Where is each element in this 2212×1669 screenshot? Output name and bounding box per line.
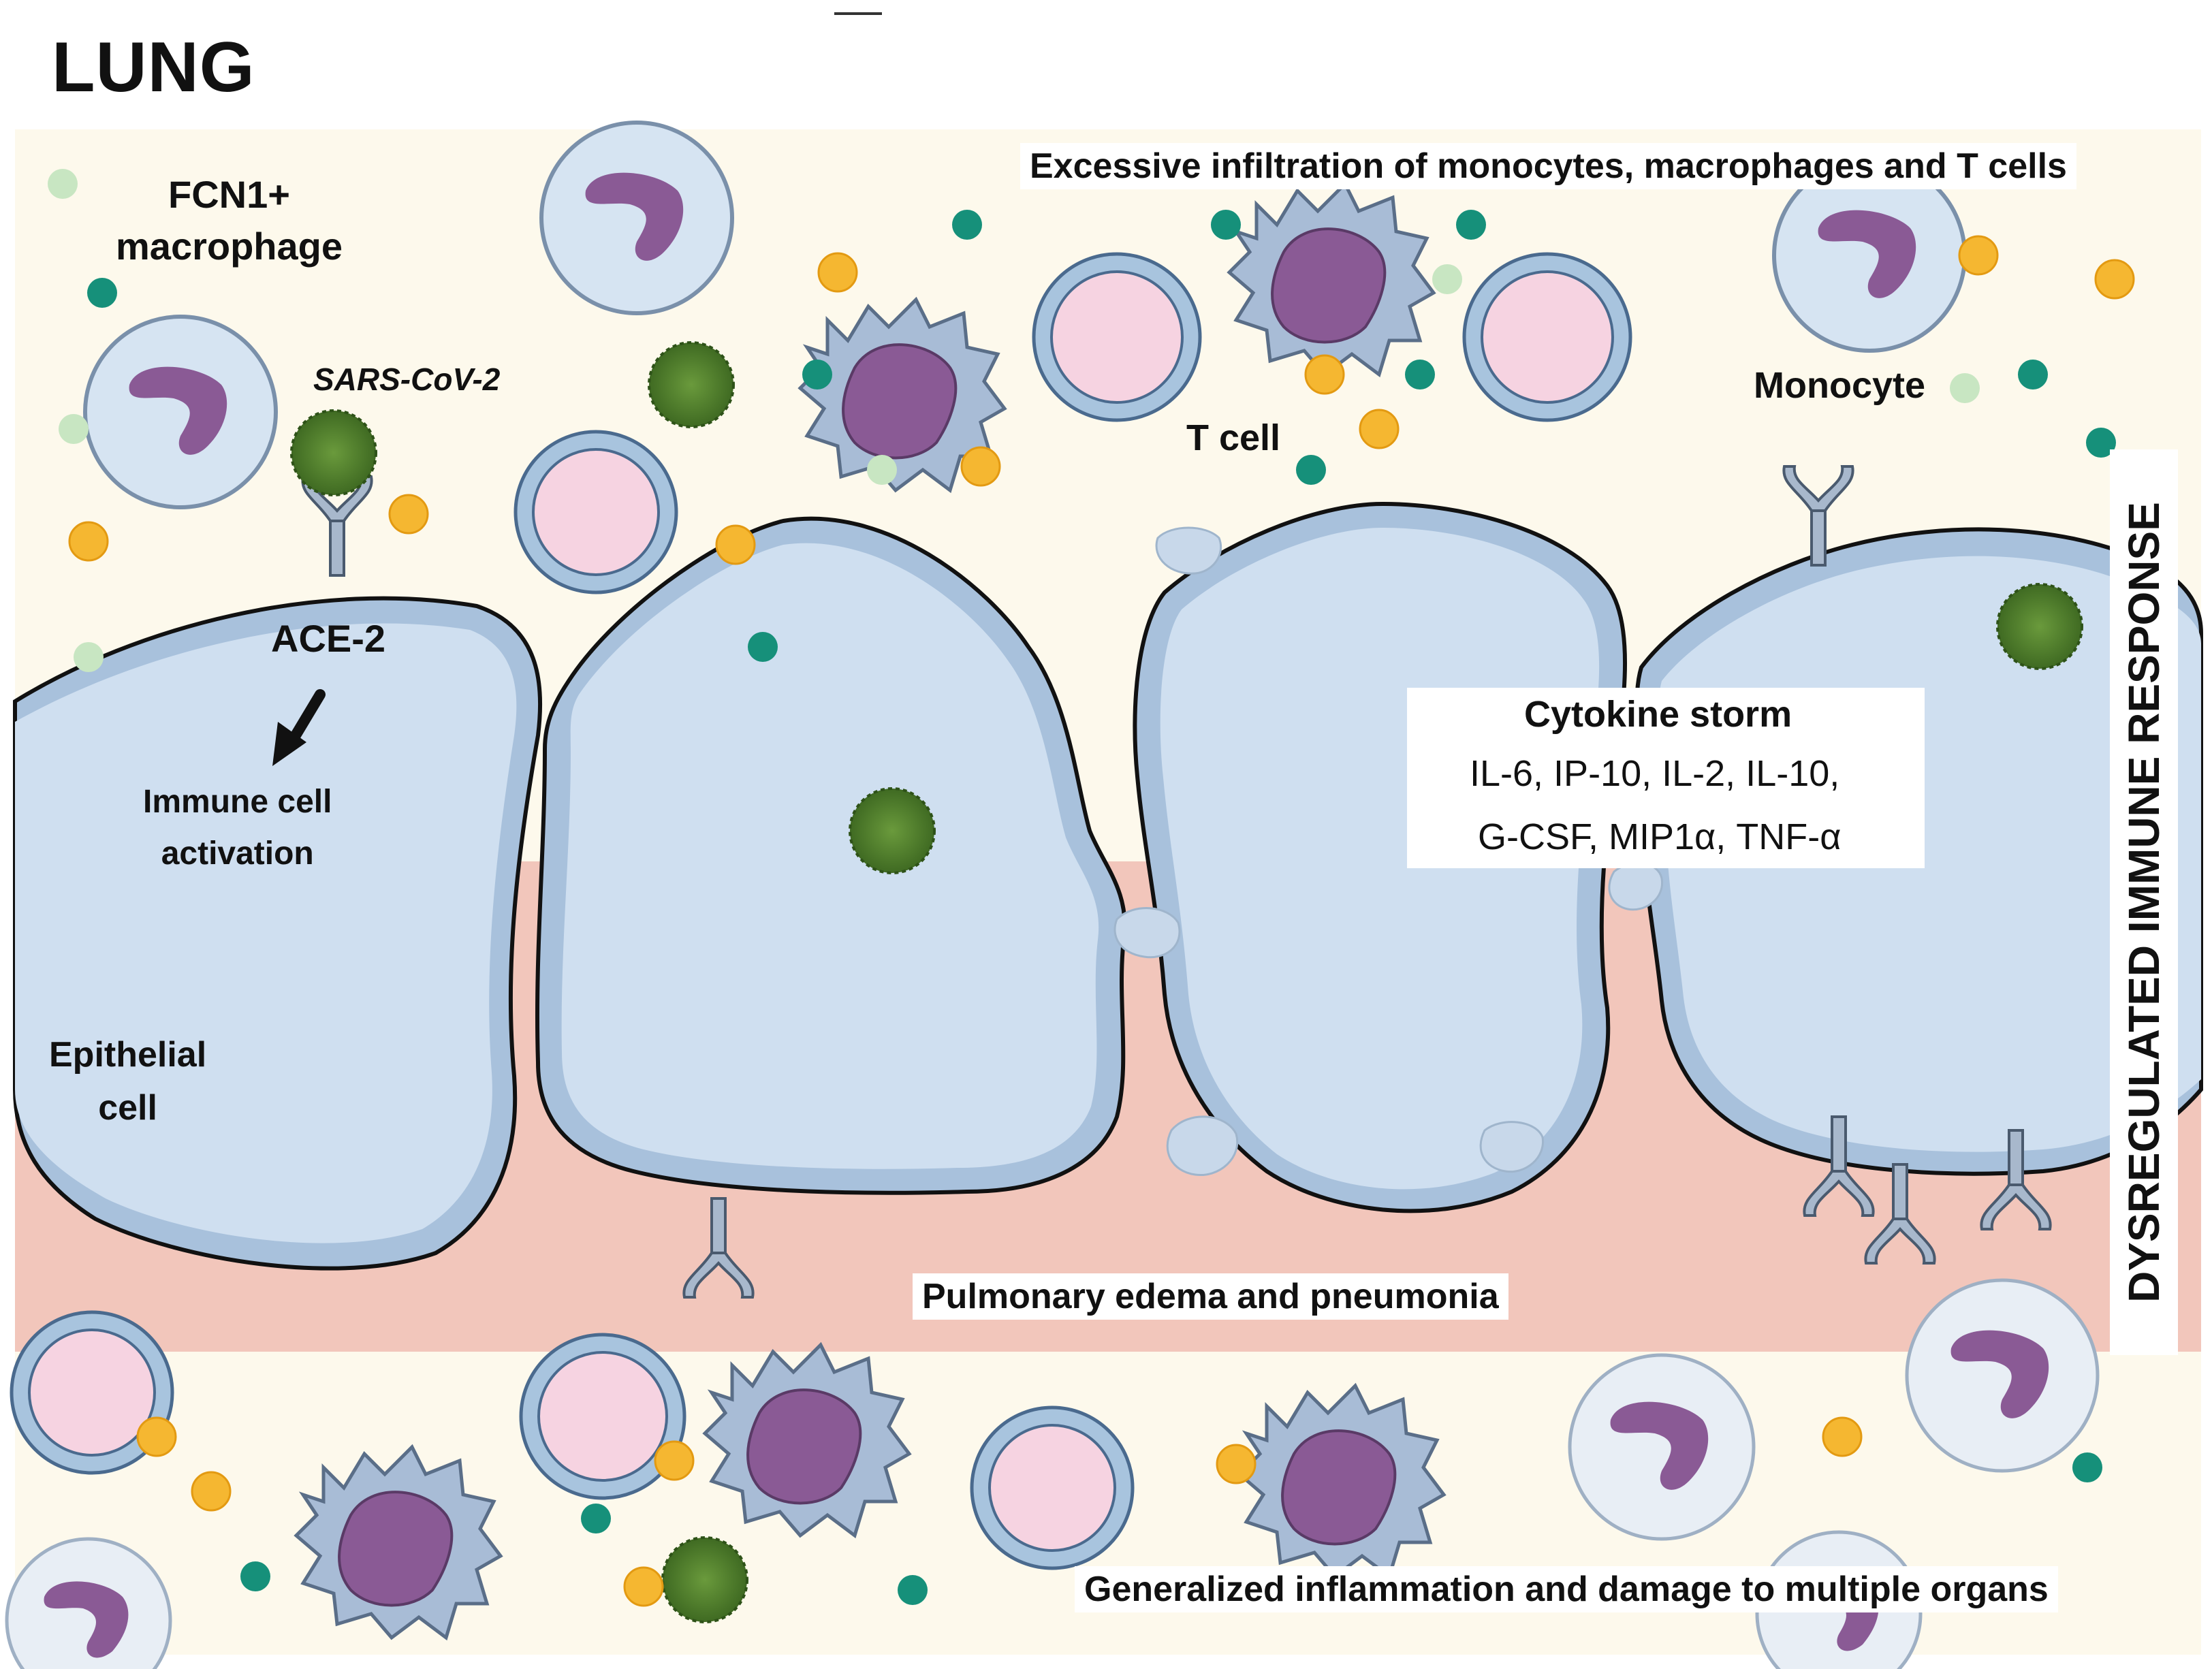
immune-activation-label: Immune cell activation [143,776,332,880]
cytokine-dots-orange [68,235,2135,1607]
macrophage-cells [294,180,1447,1641]
t-cells [10,252,1632,1570]
cytokine-list-line1: IL-6, IP-10, IL-2, IL-10, [1470,753,1840,794]
edema-caption: Pulmonary edema and pneumonia [913,1273,1508,1320]
infiltration-caption: Excessive infiltration of monocytes, mac… [1020,143,2076,189]
fcn1-macrophage-label: FCN1+ macrophage [116,169,343,272]
t-cell-label: T cell [1186,417,1281,458]
activation-label-line1: Immune cell [143,784,332,820]
cytokine-dots-teal [87,210,2116,1605]
cytokine-list-line2: G-CSF, MIP1α, TNF-α [1478,816,1842,857]
epithelial-label-line2: cell [98,1088,157,1128]
monocyte-label: Monocyte [1754,365,1926,406]
generalized-inflammation-caption: Generalized inflammation and damage to m… [1075,1566,2058,1612]
ace2-label: ACE-2 [271,617,386,660]
lung-title: LUNG [52,28,255,107]
fcn1-label-line2: macrophage [116,225,343,268]
epithelial-cell-2 [535,516,1127,1195]
cytokine-storm-box [1407,688,1925,868]
activation-arrow [272,689,326,766]
epithelial-cell-label: Epithelial cell [49,1028,206,1134]
top-dash [834,12,882,15]
sars-cov-2-viruses [290,341,2083,1623]
epithelial-label-line1: Epithelial [49,1035,207,1075]
ace2-receptors [301,465,2052,1299]
dysregulated-label-box [2110,449,2178,1355]
dysregulated-immune-response-label: DYSREGULATED IMMUNE RESPONSE [2119,502,2168,1303]
fcn1-label-line1: FCN1+ [168,173,290,216]
epithelial-cell-1 [13,596,543,1271]
cytokine-storm-title: Cytokine storm [1524,694,1792,735]
activation-label-line2: activation [161,836,314,872]
cytokine-dots-lightgreen [48,169,1980,672]
epithelial-cell-3 [1133,501,1627,1213]
sars-cov-2-label: SARS-CoV-2 [313,362,501,397]
